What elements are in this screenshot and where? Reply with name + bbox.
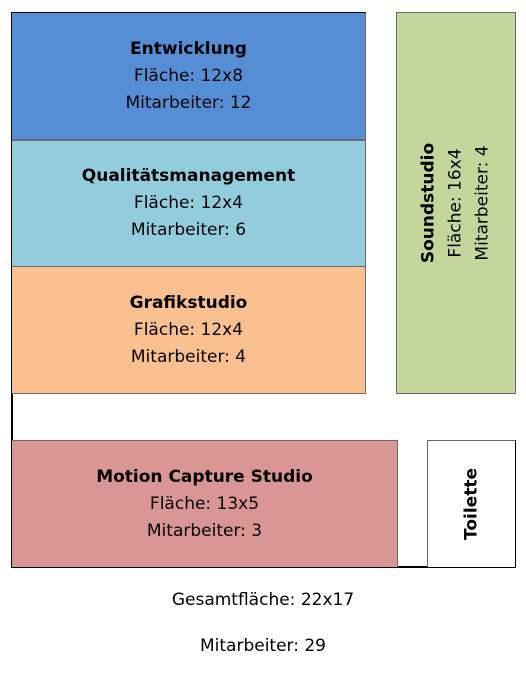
room-grafikstudio-area: Fläche: 12x4 [133,319,244,340]
room-motion-capture-name: Motion Capture Studio [96,466,313,487]
room-qualitaetsmanagement-area: Fläche: 12x4 [133,193,244,213]
outer-wall-right [514,440,516,568]
room-grafikstudio-name: Grafikstudio [129,292,248,313]
outer-wall-bottom [11,566,516,568]
room-toilette: Toilette [427,440,515,567]
room-qualitaetsmanagement-staff: Mitarbeiter: 6 [130,220,247,240]
room-toilette-name: Toilette [461,468,481,540]
room-entwicklung-name: Entwicklung [130,38,247,59]
room-grafikstudio-staff: Mitarbeiter: 4 [130,346,247,367]
room-toilette-label: Toilette [458,468,485,540]
room-motion-capture-studio: Motion Capture Studio Fläche: 13x5 Mitar… [12,440,398,567]
room-qualitaetsmanagement: Qualitätsmanagement Fläche: 12x4 Mitarbe… [12,140,366,267]
room-soundstudio-name: Soundstudio [418,142,439,264]
room-entwicklung: Entwicklung Fläche: 12x8 Mitarbeiter: 12 [12,13,366,140]
room-soundstudio-area: Fläche: 16x4 [445,148,466,258]
total-staff: Mitarbeiter: 29 [199,636,326,656]
room-grafikstudio: Grafikstudio Fläche: 12x4 Mitarbeiter: 4 [12,266,366,394]
room-entwicklung-area: Fläche: 12x8 [133,65,244,86]
room-entwicklung-staff: Mitarbeiter: 12 [125,92,252,113]
room-soundstudio-label: Soundstudio Fläche: 16x4 Mitarbeiter: 4 [416,143,497,263]
room-motion-capture-staff: Mitarbeiter: 3 [146,520,263,541]
total-area: Gesamtfläche: 22x17 [171,590,355,610]
room-motion-capture-area: Fläche: 13x5 [149,493,260,514]
room-soundstudio-staff: Mitarbeiter: 4 [472,145,493,261]
room-soundstudio: Soundstudio Fläche: 16x4 Mitarbeiter: 4 [396,12,516,394]
room-qualitaetsmanagement-name: Qualitätsmanagement [81,166,296,186]
